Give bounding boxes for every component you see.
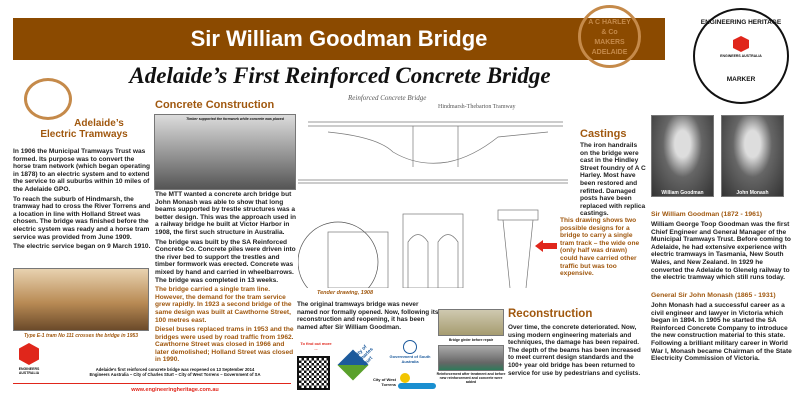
west-torrens-text: City of West Torrens (372, 377, 396, 387)
tramways-heading: Adelaide’s Electric Tramways (20, 118, 148, 140)
monash-text: John Monash had a successful career as a… (651, 302, 792, 363)
bridge-elevation-drawing (298, 121, 568, 288)
footer-line-1: Adelaide’s first reinforced concrete bri… (95, 367, 255, 372)
ac-harley-stamp: A C HARLEY & Co MAKERS ADELAIDE (578, 5, 641, 68)
construction-photo (154, 114, 296, 190)
drawing-caption: Tender drawing, 1908 (316, 290, 374, 296)
tender-drawing: Reinforced Concrete Bridge Hindmarsh-The… (298, 92, 568, 288)
tram-photo-caption: Type E-1 tram No 111 crosses the bridge … (23, 333, 139, 339)
marker-bottom-text: MARKER (726, 76, 756, 83)
banner-title: Sir William Goodman Bridge (13, 18, 665, 60)
monash-heading: General Sir John Monash (1865 - 1931) (651, 292, 776, 299)
construction-p4: Diesel buses replaced trams in 1953 and … (155, 326, 294, 364)
engineering-heritage-marker: ENGINEERING HERITAGE ENGINEERS AUSTRALIA… (693, 8, 789, 104)
monash-portrait (721, 115, 784, 197)
tramways-text: In 1906 the Municipal Tramways Trust was… (13, 148, 153, 253)
kangaroo-emblem-icon (733, 36, 749, 52)
tramways-p2: To reach the suburb of Hindmarsh, the tr… (13, 195, 151, 241)
reinforcement-caption: Reinforcement after treatment and before… (436, 372, 506, 385)
reconstruction-text: Over time, the concrete deteriorated. No… (508, 324, 641, 377)
tramways-p1: In 1906 the Municipal Tramways Trust was… (13, 148, 151, 193)
drawing-note: This drawing shows two possible designs … (560, 217, 640, 278)
reconstruction-heading: Reconstruction (508, 308, 593, 320)
goodman-portrait (651, 115, 714, 197)
girder-before-repair-caption: Bridge girder before repair (448, 338, 494, 342)
goodman-portrait-label: William Goodman (661, 190, 704, 196)
footer-divider (13, 383, 291, 384)
red-arrow-icon (535, 240, 557, 252)
footer-url-link[interactable]: www.engineeringheritage.com.au (131, 387, 219, 393)
drawing-title-2: Hindmarsh-Thebarton Tramway (438, 104, 516, 110)
girder-before-repair-photo (438, 309, 504, 336)
footer: Adelaide’s first reinforced concrete bri… (55, 367, 295, 377)
tram-photo (13, 268, 149, 331)
sa-government-logo: Government of South Australia (385, 340, 435, 364)
tramways-p3: The electric service began on 9 March 19… (13, 243, 151, 251)
footer-line-2: Engineers Australia – City of Charles St… (89, 372, 261, 377)
find-out-more-label: To find out more ... (300, 341, 332, 351)
engineers-australia-text: ENGINEERS AUSTRALIA (18, 367, 40, 375)
construction-heading: Concrete Construction (155, 99, 275, 111)
construction-p3: The bridge carried a single tram line. H… (155, 286, 292, 324)
tramways-heading-2: Electric Tramways (40, 129, 128, 140)
marker-top-text: ENGINEERING HERITAGE (700, 19, 782, 26)
goodman-text: William George Toop Goodman was the firs… (651, 221, 791, 282)
west-torrens-sun-icon (400, 373, 410, 383)
tramways-heading-1: Adelaide’s (74, 118, 124, 129)
construction-photo-caption: Timber supported the formwork while conc… (186, 117, 284, 121)
subtitle: Adelaide’s First Reinforced Concrete Bri… (129, 63, 551, 88)
tramways-logo (24, 78, 72, 120)
naming-text: The original tramways bridge was never n… (297, 301, 439, 331)
engineers-hexagon-icon (19, 343, 39, 365)
marker-center-text: ENGINEERS AUSTRALIA (720, 54, 762, 58)
sa-gov-text: Government of South Australia (389, 354, 431, 364)
castings-text: The iron handrails on the bridge were ca… (580, 142, 646, 218)
construction-p1: The MTT wanted a concrete arch bridge bu… (155, 191, 297, 236)
reinforcement-photo (438, 345, 504, 371)
engineers-australia-logo: ENGINEERS AUSTRALIA (14, 343, 44, 375)
monash-portrait-label: John Monash (736, 190, 769, 196)
west-torrens-logo: City of West Torrens (358, 373, 438, 393)
qr-code[interactable] (297, 356, 330, 390)
west-torrens-wave-icon (398, 383, 436, 389)
sa-crest-icon (403, 340, 417, 354)
castings-heading: Castings (580, 128, 627, 140)
construction-text: The MTT wanted a concrete arch bridge bu… (155, 191, 297, 366)
construction-p2: The bridge was built by the SA Reinforce… (155, 238, 296, 284)
goodman-heading: Sir William Goodman (1872 - 1961) (651, 211, 762, 218)
drawing-title-1: Reinforced Concrete Bridge (348, 94, 427, 102)
